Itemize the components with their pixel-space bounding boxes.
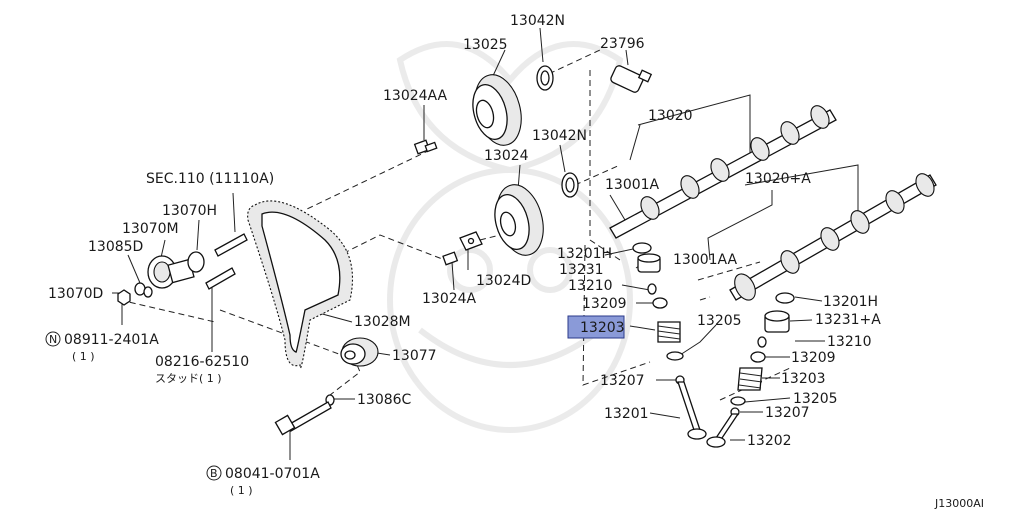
nut-08911-2401a[interactable]: [117, 289, 131, 306]
b-marker-letter: B: [210, 467, 218, 480]
collet-13210-a[interactable]: [647, 283, 657, 295]
stud-sec110[interactable]: [214, 233, 248, 257]
label-13210-a[interactable]: 13210: [568, 278, 613, 294]
label-13020[interactable]: 13020: [648, 108, 693, 124]
label-13207-a[interactable]: 13207: [600, 373, 645, 389]
washer-13070d[interactable]: [143, 286, 153, 298]
timing-belt-13028m[interactable]: [247, 200, 353, 369]
label-13201h-a[interactable]: 13201H: [557, 246, 612, 262]
cam-sprocket-13025[interactable]: [467, 70, 528, 151]
bolt-13024a[interactable]: [442, 251, 459, 266]
label-23796[interactable]: 23796: [600, 36, 645, 52]
label-13001a[interactable]: 13001A: [605, 177, 660, 193]
stud-08216-62510[interactable]: [205, 267, 236, 290]
label-13085d[interactable]: 13085D: [88, 239, 143, 255]
label-08216-note: スタッド( 1 ): [155, 372, 222, 385]
part-labels: 13042N 13025 23796 13024AA 13020 13042N …: [48, 13, 984, 510]
label-13209-a[interactable]: 13209: [582, 296, 627, 312]
collet-13210-b[interactable]: [757, 336, 767, 348]
label-13077[interactable]: 13077: [392, 348, 437, 364]
label-13001aa[interactable]: 13001AA: [673, 252, 738, 268]
label-13210-b[interactable]: 13210: [827, 334, 872, 350]
label-13203-a[interactable]: 13203: [580, 320, 625, 336]
bolt-08041-0701a[interactable]: [274, 401, 332, 436]
label-13205-b[interactable]: 13205: [793, 391, 838, 407]
label-13070h[interactable]: 13070H: [162, 203, 217, 219]
tensioner-13070m[interactable]: [147, 255, 195, 289]
washer-plate-13024d[interactable]: [459, 231, 483, 251]
label-13070d[interactable]: 13070D: [48, 286, 103, 302]
label-13024a[interactable]: 13024A: [422, 291, 477, 307]
label-13231a[interactable]: 13231+A: [815, 312, 881, 328]
idler-pulley-13077[interactable]: [340, 337, 379, 367]
cam-sensor-23796[interactable]: [610, 65, 653, 94]
label-13203-b[interactable]: 13203: [781, 371, 826, 387]
label-13042n-lower[interactable]: 13042N: [532, 128, 587, 144]
label-13201h-b[interactable]: 13201H: [823, 294, 878, 310]
label-13024d[interactable]: 13024D: [476, 273, 531, 289]
seat-13205-a[interactable]: [666, 351, 684, 361]
label-13201[interactable]: 13201: [604, 406, 649, 422]
label-13042n-upper[interactable]: 13042N: [510, 13, 565, 29]
b-marker-circle: [206, 465, 222, 481]
valve-13202[interactable]: [706, 413, 740, 448]
camshaft-13020[interactable]: [609, 103, 837, 239]
bolt-13024aa[interactable]: [413, 139, 438, 155]
spring-13203-a[interactable]: [657, 321, 681, 343]
label-13202[interactable]: 13202: [747, 433, 792, 449]
label-13209-b[interactable]: 13209: [791, 350, 836, 366]
label-13028m[interactable]: 13028M: [354, 314, 411, 330]
label-08041-0701a[interactable]: 08041-0701A: [225, 466, 320, 482]
oil-seal-13042n-upper[interactable]: [536, 65, 554, 91]
cam-sprocket-13024[interactable]: [489, 180, 550, 261]
diagram-code: J13000AI: [934, 497, 984, 510]
label-13207-b[interactable]: 13207: [765, 405, 810, 421]
label-13024[interactable]: 13024: [484, 148, 529, 164]
label-08216-62510[interactable]: 08216-62510: [155, 354, 249, 370]
n-marker-circle: [45, 331, 61, 347]
label-13025[interactable]: 13025: [463, 37, 508, 53]
label-13020a[interactable]: 13020+A: [745, 171, 811, 187]
label-13205-a[interactable]: 13205: [697, 313, 742, 329]
oil-seal-13042n-lower[interactable]: [561, 172, 579, 198]
retainer-13209-a[interactable]: [652, 297, 668, 309]
shim-13201h-b[interactable]: [775, 292, 795, 304]
retainer-13209-b[interactable]: [750, 351, 766, 363]
assembly-guide-lines: [119, 49, 791, 401]
lifter-13231a[interactable]: [764, 310, 790, 333]
selected-part-highlight[interactable]: [567, 315, 625, 339]
label-13070m[interactable]: 13070M: [122, 221, 179, 237]
watermark-crest: [387, 41, 633, 433]
label-08041-qty: ( 1 ): [230, 484, 253, 497]
spacer-13070h[interactable]: [187, 251, 205, 273]
label-13024aa[interactable]: 13024AA: [383, 88, 448, 104]
label-08911-2401a[interactable]: 08911-2401A: [64, 332, 159, 348]
label-13086c[interactable]: 13086C: [357, 392, 412, 408]
shim-13201h-a[interactable]: [632, 242, 652, 254]
n-marker-letter: N: [49, 333, 57, 346]
label-sec110[interactable]: SEC.110 (11110A): [146, 171, 274, 187]
camshaft-13020a[interactable]: [729, 171, 938, 304]
label-08911-qty: ( 1 ): [72, 350, 95, 363]
lifter-13231[interactable]: [637, 253, 661, 273]
label-13231[interactable]: 13231: [559, 262, 604, 278]
spring-13203-b[interactable]: [737, 367, 763, 391]
valve-13201[interactable]: [677, 381, 707, 440]
seat-13205-b[interactable]: [730, 396, 746, 406]
